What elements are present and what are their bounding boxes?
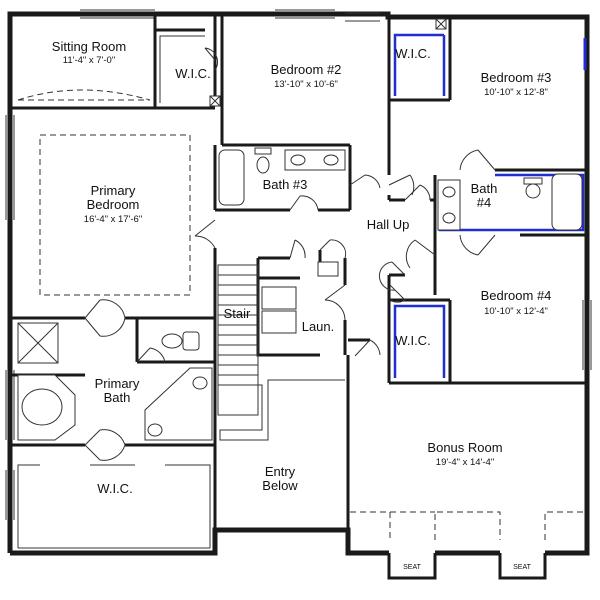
sitting-room-arch xyxy=(17,89,151,101)
bedroom3-label: Bedroom #3 xyxy=(481,70,552,85)
bath4-label-1: Bath xyxy=(471,181,498,196)
wic-bed3-label: W.I.C. xyxy=(395,46,430,61)
laundry-label: Laun. xyxy=(302,319,335,334)
bonus-room-label: Bonus Room xyxy=(427,440,502,455)
windows xyxy=(5,9,592,520)
seat-label-left: SEAT xyxy=(403,564,421,571)
closet-shelving-gray xyxy=(17,35,211,549)
wic-bed4-label: W.I.C. xyxy=(395,333,430,348)
door-swings xyxy=(84,47,496,461)
stair-treads xyxy=(217,264,345,441)
bath3-label: Bath #3 xyxy=(263,177,308,192)
stair-label: Stair xyxy=(224,306,251,321)
laundry-fixtures xyxy=(261,261,339,334)
primary-bath-fixtures xyxy=(17,322,213,441)
sitting-room-dims: 11'-4" x 7'-0" xyxy=(63,55,115,66)
interior-walls xyxy=(10,14,587,553)
bath4-fixtures xyxy=(437,173,583,231)
bedroom4-label: Bedroom #4 xyxy=(481,288,552,303)
tray-ceiling xyxy=(39,134,191,296)
primary-bath-label-1: Primary xyxy=(95,376,140,391)
primary-bedroom-dims: 16'-4" x 17'-6" xyxy=(84,214,142,225)
seat-label-right: SEAT xyxy=(513,564,531,571)
primary-bedroom-label-2: Bedroom xyxy=(87,197,140,212)
hall-up-label: Hall Up xyxy=(367,217,410,232)
sitting-room-label: Sitting Room xyxy=(52,39,126,54)
primary-bedroom-label-1: Primary xyxy=(91,183,136,198)
bath4-label-2: #4 xyxy=(477,195,491,210)
entry-label-2: Below xyxy=(262,478,298,493)
exterior-walls xyxy=(7,11,590,580)
bedroom2-label: Bedroom #2 xyxy=(271,62,342,77)
bath3-fixtures xyxy=(218,147,346,206)
bedroom2-dims: 13'-10" x 10'-6" xyxy=(274,79,338,90)
entry-label-1: Entry xyxy=(265,464,296,479)
bonus-ceiling-line xyxy=(350,511,585,540)
wic-sitting-label: W.I.C. xyxy=(175,66,210,81)
bedroom4-dims: 10'-10" x 12'-4" xyxy=(484,306,548,317)
bonus-room-dims: 19'-4" x 14'-4" xyxy=(436,457,494,468)
bedroom3-dims: 10'-10" x 12'-8" xyxy=(484,87,548,98)
hvac-markers xyxy=(209,18,447,107)
wic-primary-label: W.I.C. xyxy=(97,481,132,496)
primary-bath-label-2: Bath xyxy=(104,390,131,405)
